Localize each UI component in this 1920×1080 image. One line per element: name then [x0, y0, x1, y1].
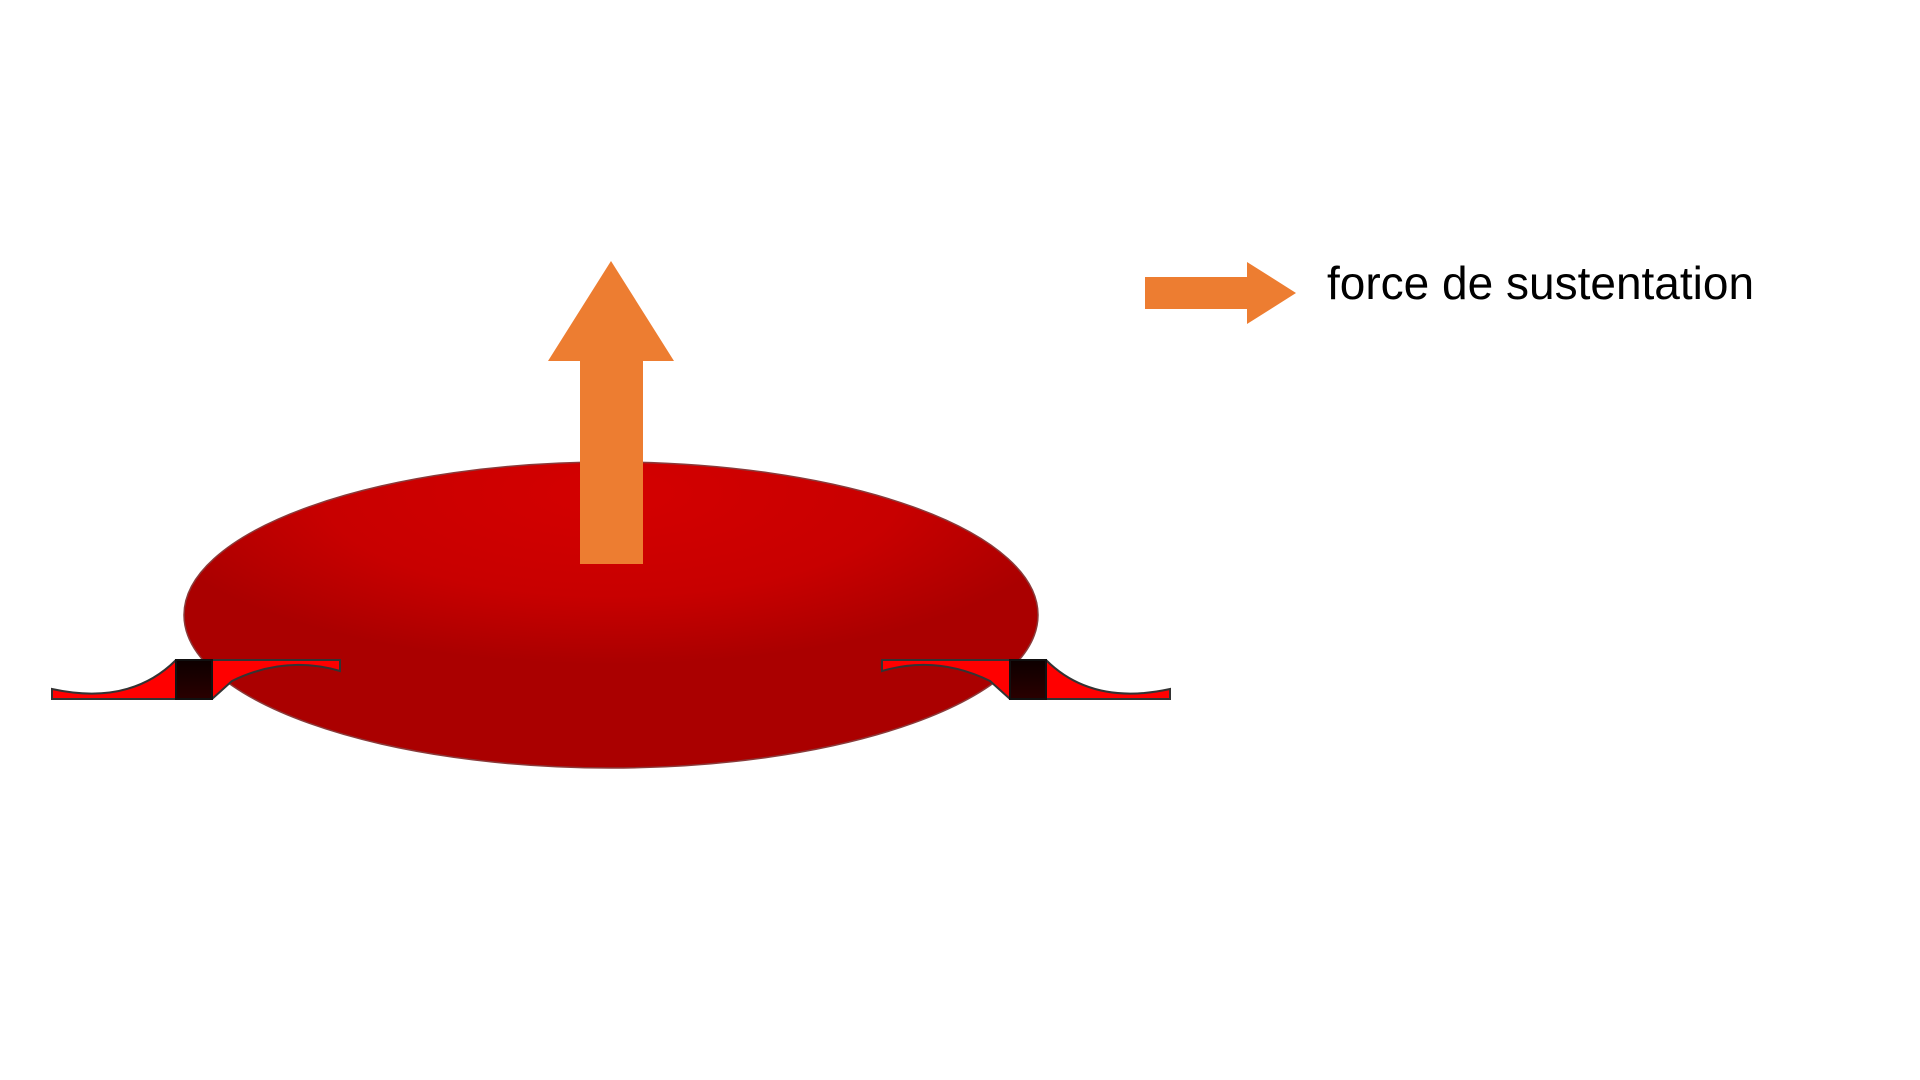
legend-arrow-icon — [1145, 262, 1296, 324]
left-wing — [51, 659, 341, 700]
lift-arrow-up — [548, 261, 674, 564]
left-wing-block — [175, 659, 213, 700]
right-wing-block — [1009, 659, 1047, 700]
legend-label: force de sustentation — [1327, 257, 1755, 309]
right-wing — [881, 659, 1171, 700]
